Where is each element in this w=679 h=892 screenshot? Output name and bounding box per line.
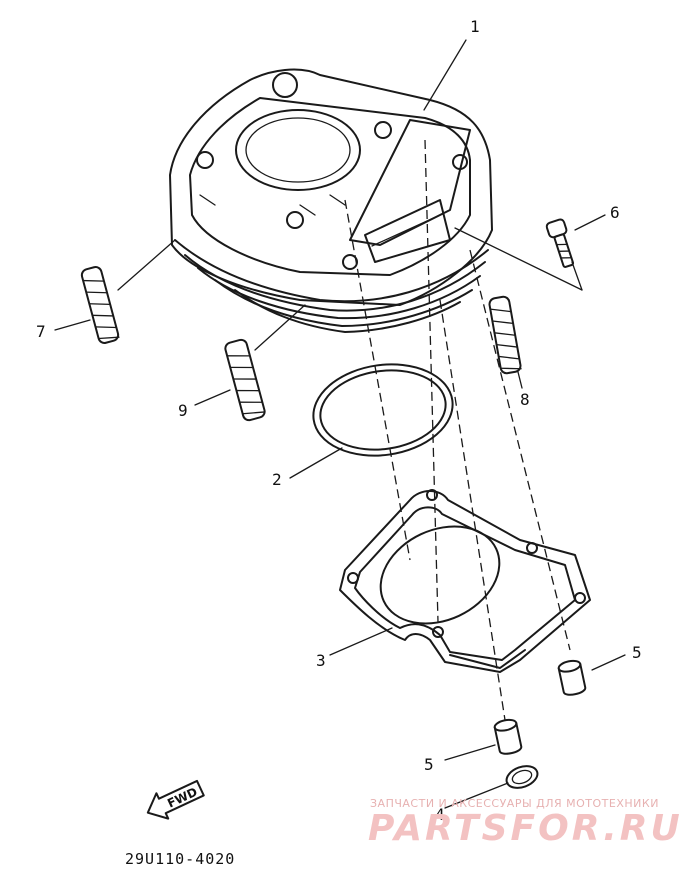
leader-6c [574,214,606,231]
leader-5a [591,654,626,671]
callout-6: 6 [610,203,620,222]
leader-6a [454,227,583,291]
leader-4 [444,782,509,809]
leader-5b [444,744,496,761]
leader-7b [54,319,91,331]
leader-6b [571,261,583,291]
o-ring [312,363,454,457]
leader-9a [254,304,306,351]
leader-1 [423,39,467,111]
stud-bolt-7 [80,266,120,344]
watermark-subtitle: ЗАПЧАСТИ И АКСЕССУАРЫ ДЛЯ МОТОТЕХНИКИ [370,797,659,810]
callout-9: 9 [178,401,188,420]
dowel-pin-5-bottom [493,718,523,755]
part-code: 29U110-4020 [125,850,236,868]
callout-3: 3 [316,651,326,670]
leader-2 [289,447,343,479]
callout-2: 2 [272,470,282,489]
stud-bolt-8 [488,295,522,375]
callout-5a: 5 [632,643,642,662]
callout-8: 8 [520,390,530,409]
bolt-6 [545,218,575,268]
callout-1: 1 [470,17,480,36]
stud-bolt-9 [224,338,266,422]
leader-3 [329,627,393,656]
leader-7a [117,239,176,291]
base-gasket [339,489,591,673]
fwd-arrow-icon: FWD [146,779,205,820]
cylinder [169,68,493,333]
leader-9b [194,389,231,406]
callout-5b: 5 [424,755,434,774]
watermark-brand: PARTSFOR.RU [368,808,679,849]
callout-7: 7 [36,322,46,341]
callout-4: 4 [435,805,445,824]
leader-8 [517,371,523,389]
small-o-ring [505,765,539,789]
dowel-pin-5-right [557,659,587,696]
